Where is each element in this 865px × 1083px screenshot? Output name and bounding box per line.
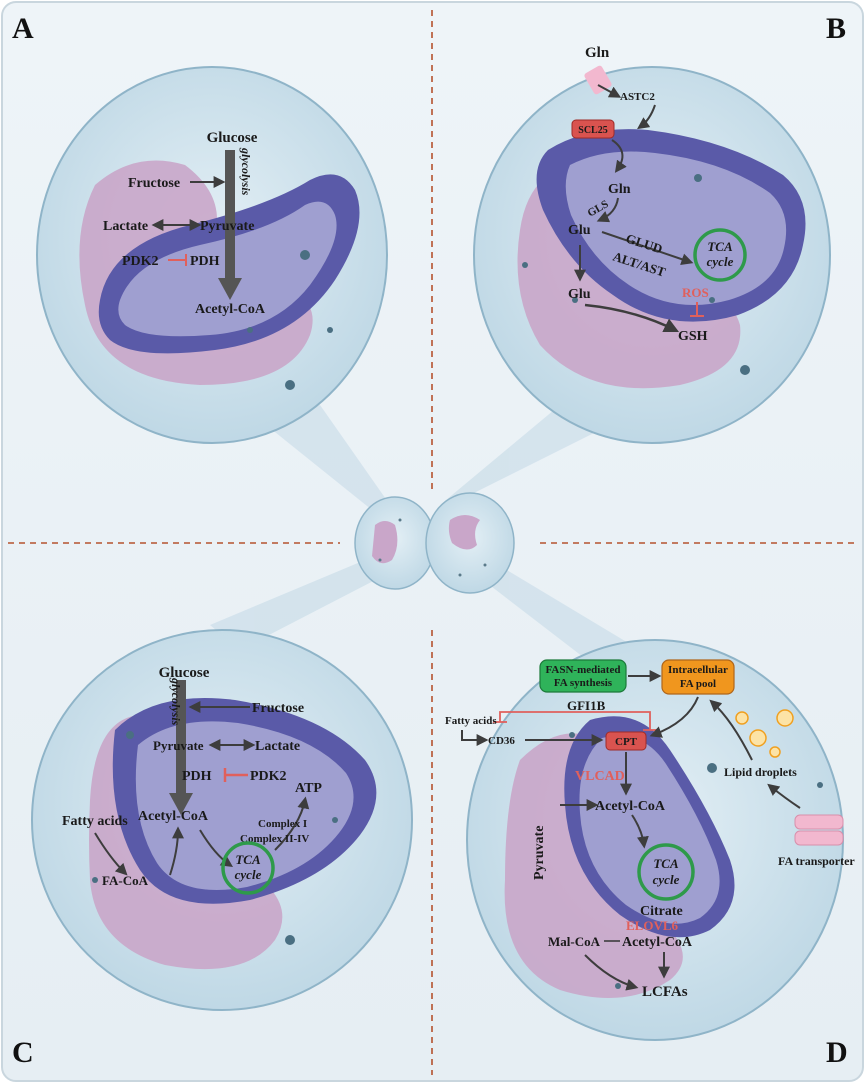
panel-a-letter: A [12,12,34,45]
d-lipid-droplets: Lipid droplets [724,765,797,779]
quadrant-dividers [8,10,858,1075]
b-glu2: Glu [568,287,591,302]
b-transporter [584,65,612,95]
d-fa-transporter: FA transporter [778,854,855,868]
panel-c-letter: C [12,1036,34,1069]
c-fructose: Fructose [252,701,304,716]
b-gln-top: Gln [585,45,610,61]
c-complex2: Complex II-IV [240,833,309,845]
b-gsh: GSH [678,329,708,344]
c-complex1: Complex I [258,818,307,830]
panel-a: A Glucose glycolysis Fructose Lactate Py… [12,12,388,444]
c-pdk2: PDK2 [250,769,287,784]
lipid-droplet-icons [735,709,794,758]
c-lactate: Lactate [255,739,300,754]
d-gfi1b: GFI1B [567,698,606,713]
c-glucose: Glucose [159,665,210,681]
d-citrate: Citrate [640,904,683,919]
c-tca: TCA [235,852,261,867]
b-scl25-box [571,119,615,139]
fa-transporter-icon [794,814,844,846]
dividing-cell [354,492,515,594]
panel-d: D FASN-mediated FA synthesis Intracellul… [445,639,855,1069]
c-acetyl-coa: Acetyl-CoA [138,809,209,824]
d-pool-box [661,659,735,695]
d-tca: TCA [653,856,679,871]
a-pyruvate: Pyruvate [200,219,254,234]
c-atp: ATP [295,781,322,796]
c-cycle: cycle [235,867,262,882]
a-acetyl-coa: Acetyl-CoA [195,302,266,317]
d-vlcad: VLCAD [575,769,625,784]
a-pdk2: PDK2 [122,254,159,269]
b-cycle: cycle [707,254,734,269]
c-pyruvate: Pyruvate [153,738,204,753]
d-elovl6: ELOVL6 [626,918,679,933]
d-lcfas: LCFAs [642,984,688,1000]
panel-d-letter: D [826,1036,848,1069]
d-acetyl-coa2: Acetyl-CoA [622,935,693,950]
d-fasn1: FASN-mediated [546,664,621,676]
a-fructose: Fructose [128,176,180,191]
a-glucose: Glucose [207,130,258,146]
b-scl25: SCL25 [578,125,607,136]
d-cycle: cycle [653,872,680,887]
d-pyruvate: Pyruvate [532,826,547,880]
d-fasn2: FA synthesis [554,677,613,689]
a-pdh: PDH [190,254,220,269]
panel-b: B Gln ASTC2 SCL25 Gln GLS Glu GLUD ALT/A… [473,12,846,444]
b-ros: ROS [682,285,709,300]
b-glu: Glu [568,223,591,238]
d-cd36: CD36 [488,735,515,747]
d-tca-ring [637,843,695,901]
b-astc2: ASTC2 [620,91,655,103]
d-acetyl-coa: Acetyl-CoA [595,799,666,814]
panel-c: C Glucose glycolysis Fructose Pyruvate L… [12,629,413,1069]
panel-b-letter: B [826,12,846,45]
d-mal-coa: Mal-CoA [548,934,601,949]
c-tca-ring [221,841,275,895]
d-cpt: CPT [615,736,638,748]
b-tca: TCA [707,239,733,254]
c-fa-coa: FA-CoA [102,873,149,888]
d-cpt-box [605,731,647,751]
c-glycolysis: glycolysis [169,677,183,726]
a-lactate: Lactate [103,219,148,234]
zoom-funnels [210,405,640,670]
d-pool2: FA pool [680,678,716,690]
d-pool1: Intracellular [668,664,728,676]
b-gln-inner: Gln [608,182,631,197]
c-pdh: PDH [182,769,212,784]
b-tca-ring [693,228,747,282]
c-fatty-acids: Fatty acids [62,814,128,829]
d-fasn-box [539,659,627,693]
d-fatty-acids: Fatty acids [445,715,497,727]
a-glycolysis: glycolysis [239,147,253,196]
